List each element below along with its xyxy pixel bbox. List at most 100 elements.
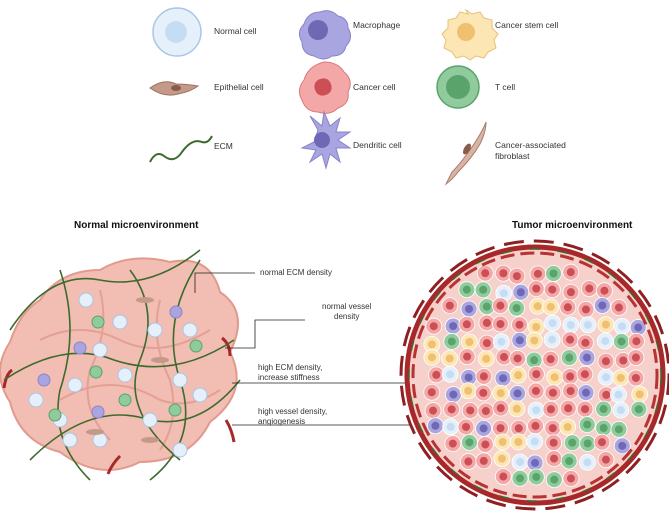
tumor-cell-nucleus [482,318,491,327]
tumor-cell-nucleus [614,303,623,312]
tumor-cell-nucleus [548,335,557,344]
tumor-cell-nucleus [466,406,475,415]
tumor-cell-nucleus [566,386,575,395]
tumor-cell-nucleus [548,388,557,397]
callout-vessel-line2: density [334,312,360,321]
tumor-cell-nucleus [512,272,521,281]
tumor-cell-nucleus [583,439,592,448]
tumor-cell-nucleus [532,370,541,379]
callout-high-vessel: high vessel density, angiogenesis [258,407,327,427]
tumor-cell-nucleus [532,472,541,481]
legend-label-dendritic-cell: Dendritic cell [353,140,402,150]
legend-label-normal-cell: Normal cell [214,26,257,36]
tumor-cell-nucleus [566,335,575,344]
tumor-cell-nucleus [531,421,540,430]
legend-label-epithelial-cell: Epithelial cell [214,82,264,92]
tumor-cell-nucleus [499,289,508,298]
epithelial-cell-icon [149,81,200,96]
tumor-cell-nucleus [496,320,505,329]
tumor-cell-nucleus [600,286,609,295]
tumor-cell-nucleus [546,355,555,364]
tumor-cell-nucleus [583,458,592,467]
tumor-cell-nucleus [530,437,539,446]
tumor-cell-nucleus [497,454,506,463]
tumor-cell-nucleus [632,337,641,346]
legend-label-caf-line1: Cancer-associated [495,140,566,150]
tumor-cell-nucleus [566,372,575,381]
tumor-cell-nucleus [515,336,524,345]
tumor-cell-nucleus [465,304,474,313]
tumor-cell-nucleus [566,320,575,329]
callout-lines [194,272,410,426]
tumor-cell-nucleus [512,304,521,313]
tumor-cell-nucleus [548,319,557,328]
tumor-cell-nucleus [432,370,441,379]
tumor-cell-nucleus [546,302,555,311]
tumor-cell-nucleus [563,422,572,431]
tumor-cell-nucleus [465,438,474,447]
tumor-cell-nucleus [516,457,525,466]
tumor-cell-nucleus [550,454,559,463]
tumor-cell-nucleus [465,338,474,347]
tumor-cell-nucleus [513,389,522,398]
tumor-cell-nucleus [635,390,644,399]
tumor-cell-nucleus [548,285,557,294]
tumor-cell-nucleus [631,353,640,362]
tumor-cell-nucleus [447,337,456,346]
legend-label-cancer-stem-cell: Cancer stem cell [495,20,559,30]
tumor-cell-nucleus [496,389,505,398]
tumor-cell-nucleus [429,406,438,415]
tumor-cell-nucleus [482,339,491,348]
tumor-mass [399,239,669,511]
tumor-cell-nucleus [499,472,508,481]
tumor-cell-nucleus [479,456,488,465]
tumor-cell-nucleus [566,474,575,483]
tumor-cell-nucleus [614,425,623,434]
tumor-cell-nucleus [513,354,522,363]
legend-label-ecm: ECM [214,141,233,151]
tumor-cell-nucleus [618,441,627,450]
tumor-cell-nucleus [601,320,610,329]
tumor-cell-nucleus [601,337,610,346]
tumor-cell-nucleus [531,386,540,395]
tumor-cell-nucleus [512,404,521,413]
cancer-cell-icon [298,61,351,114]
tumor-cell-nucleus [481,407,490,416]
tumor-cell-nucleus [583,320,592,329]
tumor-cell-nucleus [449,390,458,399]
tumor-cell-nucleus [479,372,488,381]
tumor-cell-nucleus [531,458,540,467]
tumor-cell-nucleus [514,437,523,446]
tumor-cell-nucleus [532,323,541,332]
tumor-cell-nucleus [546,405,555,414]
legend-label-cancer-cell: Cancer cell [353,82,396,92]
tumor-cell-nucleus [500,353,509,362]
tumor-cell-nucleus [533,269,542,278]
callout-high-ecm: high ECM density, increase stiffness [258,363,322,383]
tumor-cell-nucleus [582,353,591,362]
tumor-cell-nucleus [549,269,558,278]
tumor-cell-nucleus [496,424,505,433]
callout-high-vessel-line2: angiogenesis [258,417,306,426]
tumor-cell-nucleus [617,337,626,346]
tumor-cell-nucleus [580,370,589,379]
tumor-cell-nucleus [499,269,508,278]
tumor-cell-nucleus [479,285,488,294]
tumor-cell-nucleus [462,422,471,431]
tumor-cell-nucleus [446,370,455,379]
tumor-cell-nucleus [449,322,458,331]
tumor-cell-nucleus [568,438,577,447]
tumor-cell-nucleus [566,288,575,297]
tumor-cell-nucleus [462,285,471,294]
tumor-cell-nucleus [601,357,610,366]
tumor-cell-nucleus [581,405,590,414]
tumor-cell-nucleus [602,390,611,399]
macrophage-icon [298,10,352,60]
normal-tissue [0,249,241,481]
tumor-cell-nucleus [514,424,523,433]
legend-label-t-cell: T cell [495,82,516,92]
tumor-cell-nucleus [427,353,436,362]
tumor-cell-nucleus [482,354,491,363]
callout-high-ecm-line1: high ECM density, [258,363,323,372]
legend-label-caf-line2: fibroblast [495,151,530,161]
